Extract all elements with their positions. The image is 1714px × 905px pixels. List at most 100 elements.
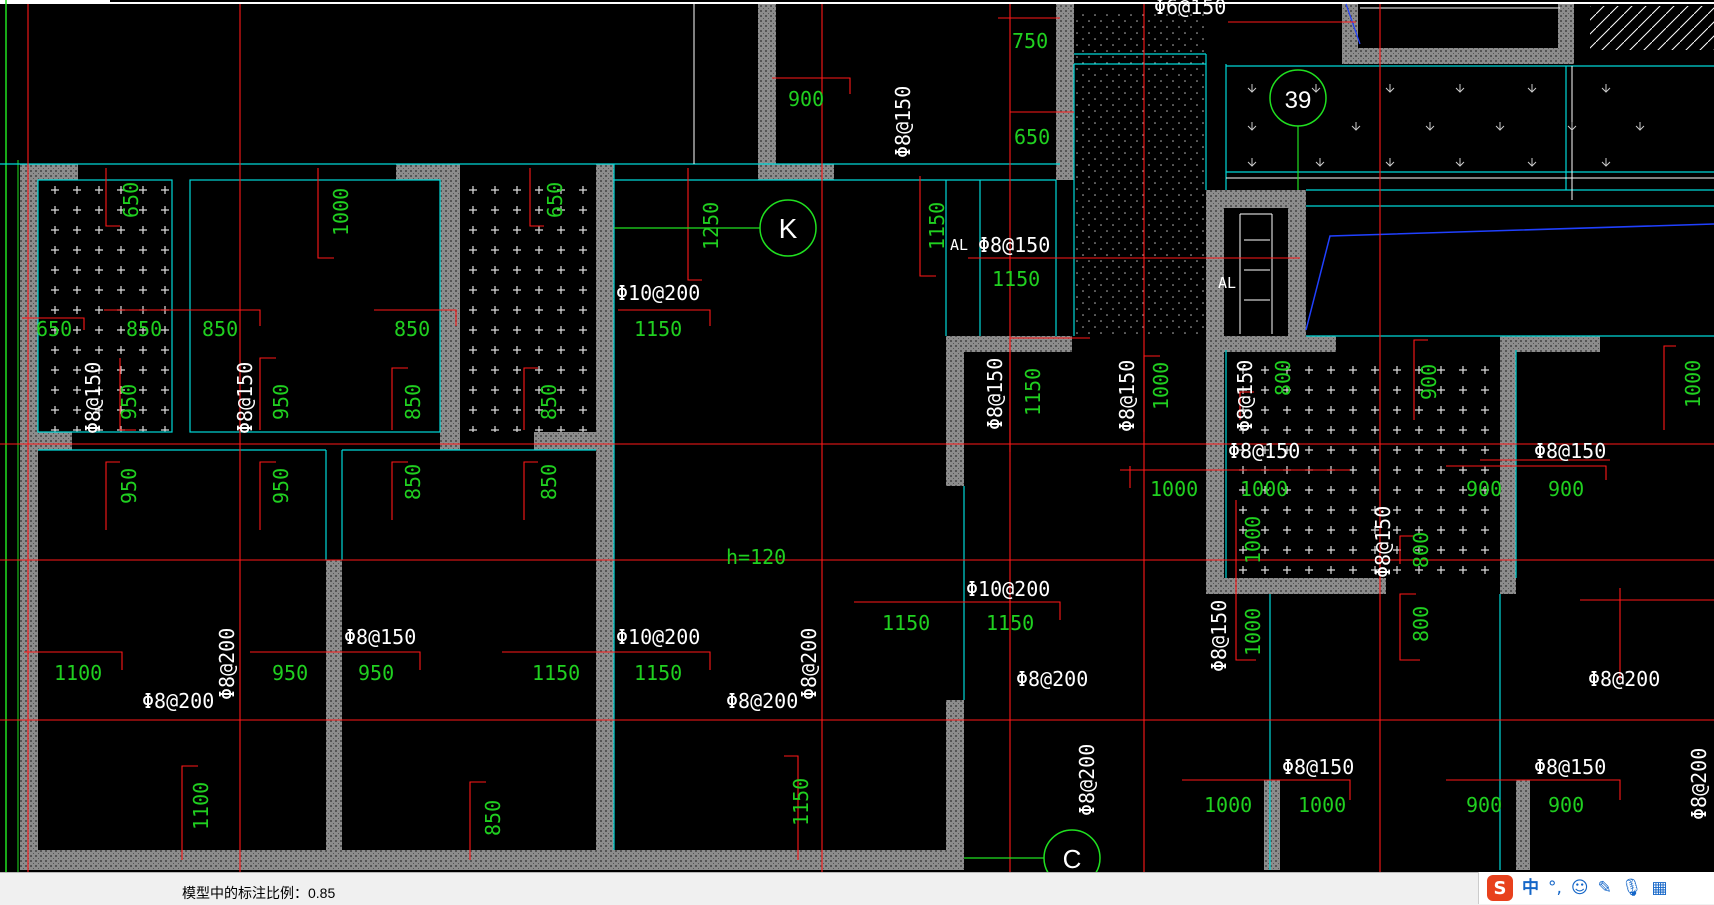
ime-toolbar[interactable]: S 中 °, ☺ ✎ 🎙 ▦ <box>1478 872 1714 904</box>
rebar-label: Φ8@150 <box>1534 439 1606 463</box>
load-arrows <box>1247 84 1645 167</box>
dim-value: 800 <box>1409 532 1433 568</box>
dim-value: 900 <box>1466 477 1502 501</box>
rebar-label: Φ8@150 <box>344 625 416 649</box>
dim-value: 950 <box>358 661 394 685</box>
dim-value: 1250 <box>699 202 723 250</box>
rebar-lines <box>0 4 1714 872</box>
dim-value: 650 <box>36 317 72 341</box>
dim-value: 950 <box>117 468 141 504</box>
dim-value: 1100 <box>54 661 102 685</box>
dim-value: 900 <box>1548 793 1584 817</box>
dim-value: 1150 <box>634 317 682 341</box>
dim-value: 1000 <box>1240 477 1288 501</box>
walls <box>20 4 1600 870</box>
rebar-label: Φ8@200 <box>1075 744 1099 816</box>
punctuation-icon[interactable]: °, <box>1548 877 1562 898</box>
rebar-label: Φ8@200 <box>215 628 239 700</box>
dim-value: 1000 <box>1149 362 1173 410</box>
white-lines <box>693 4 1714 334</box>
status-bar: 模型中的标注比例：0.85 <box>0 872 1714 905</box>
rebar-label: Φ8@200 <box>797 628 821 700</box>
axis-bubble-c: C <box>964 829 1101 872</box>
axis-label-c: C <box>1063 844 1082 872</box>
rebar-label: Φ8@150 <box>1115 360 1139 432</box>
dim-value: 650 <box>119 182 143 218</box>
rebar-label: Φ8@200 <box>1016 667 1088 691</box>
slab-thickness-label: h=120 <box>726 545 786 569</box>
rebar-label: Φ8@150 <box>233 362 257 434</box>
rebar-label: Φ8@150 <box>81 362 105 434</box>
dim-value: 1150 <box>986 611 1034 635</box>
rebar-label: Φ8@150 <box>1371 506 1395 578</box>
axis-bubble-k: K <box>614 199 817 257</box>
dim-value: 950 <box>272 661 308 685</box>
dim-value: 850 <box>394 317 430 341</box>
ime-language-toggle[interactable]: 中 <box>1522 877 1539 898</box>
dim-value: 1000 <box>1681 360 1705 408</box>
dim-value: 1100 <box>189 782 213 830</box>
rebar-label: Φ10@200 <box>616 281 700 305</box>
slab-edges <box>0 53 1714 870</box>
axis-bubble-39: 39 <box>1269 69 1327 190</box>
dim-value: 900 <box>788 87 824 111</box>
dim-value: 1150 <box>925 202 949 250</box>
rebar-label: Φ6@150 <box>1154 0 1226 19</box>
pen-icon[interactable]: ✎ <box>1597 877 1612 898</box>
dim-value: 850 <box>537 464 561 500</box>
dim-value: 1150 <box>882 611 930 635</box>
rebar-annotations: Φ10@200 Φ10@200 Φ10@200 Φ8@150 Φ8@150 Φ8… <box>81 0 1711 820</box>
rebar-label: Φ8@150 <box>1233 360 1257 432</box>
emoji-icon[interactable]: ☺ <box>1570 877 1589 898</box>
dim-value: 800 <box>1409 606 1433 642</box>
dim-value: 950 <box>269 468 293 504</box>
dimension-values: h=120 750 900 650 1150 850 850 850 650 1… <box>36 29 1705 836</box>
dim-value: 1000 <box>1204 793 1252 817</box>
dim-value: 1150 <box>992 267 1040 291</box>
cad-drawing-canvas[interactable]: K 39 C Φ10@200 Φ10@200 Φ10@200 Φ8@150 Φ8… <box>0 0 1714 872</box>
dim-value: 1150 <box>789 778 813 826</box>
al-label: AL <box>950 236 968 254</box>
rebar-label: Φ8@150 <box>1534 755 1606 779</box>
rebar-label: Φ8@200 <box>1687 748 1711 820</box>
dim-value: 950 <box>269 384 293 420</box>
axis-label-39: 39 <box>1285 87 1312 114</box>
al-label: AL <box>1218 274 1236 292</box>
dim-value: 1000 <box>1150 477 1198 501</box>
dim-value: 900 <box>1417 364 1441 400</box>
dim-value: 900 <box>1466 793 1502 817</box>
dim-value: 850 <box>481 800 505 836</box>
dim-value: 1000 <box>1241 608 1265 656</box>
sogou-logo-icon[interactable]: S <box>1487 875 1513 901</box>
rebar-label: Φ8@150 <box>978 233 1050 257</box>
dim-value: 850 <box>126 317 162 341</box>
dim-value: 1000 <box>1298 793 1346 817</box>
dim-value: 1150 <box>1021 368 1045 416</box>
dim-value: 850 <box>202 317 238 341</box>
dim-value: 950 <box>117 384 141 420</box>
dim-value: 800 <box>1271 360 1295 396</box>
hatch-regions <box>38 6 1714 578</box>
rebar-label: Φ8@150 <box>1282 755 1354 779</box>
grid-menu-icon[interactable]: ▦ <box>1651 877 1668 898</box>
rebar-label: Φ8@150 <box>983 358 1007 430</box>
dim-value: 900 <box>1548 477 1584 501</box>
dim-value: 650 <box>543 182 567 218</box>
rebar-label: Φ8@150 <box>1207 600 1231 672</box>
dim-value: 850 <box>401 464 425 500</box>
rebar-label: Φ8@200 <box>142 689 214 713</box>
rebar-label: Φ10@200 <box>616 625 700 649</box>
status-text: 模型中的标注比例：0.85 <box>182 885 336 901</box>
microphone-icon[interactable]: 🎙 <box>1620 877 1643 898</box>
dim-value: 1150 <box>532 661 580 685</box>
rebar-label: Φ8@200 <box>726 689 798 713</box>
dim-value: 1000 <box>329 188 353 236</box>
dim-value: 850 <box>537 384 561 420</box>
rebar-label: Φ8@200 <box>1588 667 1660 691</box>
rebar-label: Φ8@150 <box>1228 439 1300 463</box>
rebar-label: Φ10@200 <box>966 577 1050 601</box>
dim-value: 650 <box>1014 125 1050 149</box>
axis-label-k: K <box>779 213 798 244</box>
dim-value: 1000 <box>1241 516 1265 564</box>
dim-value: 750 <box>1012 29 1048 53</box>
